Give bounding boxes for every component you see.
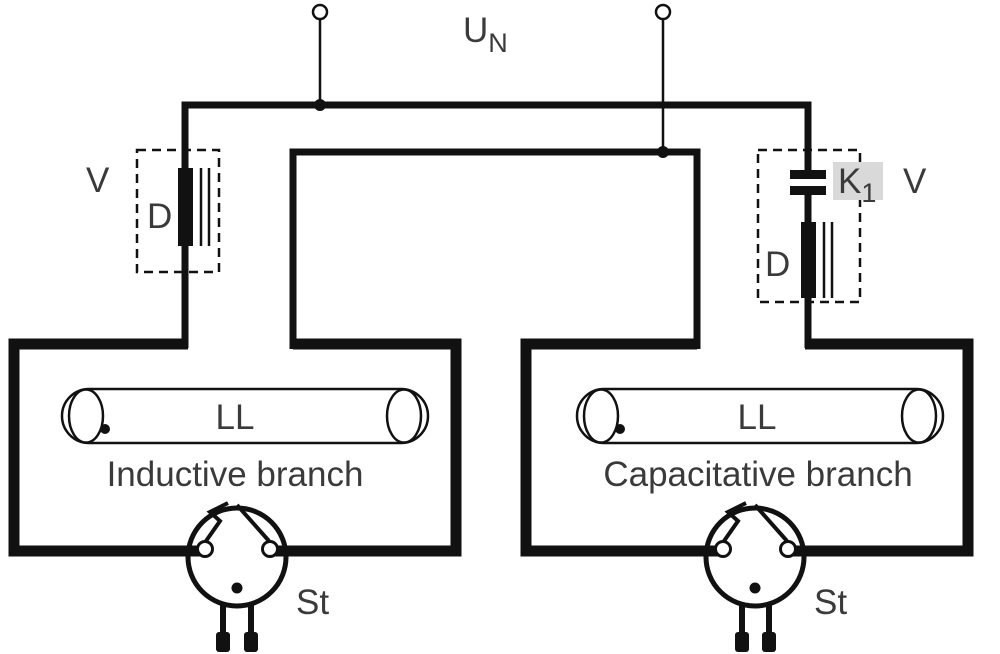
ballast-label-right: D [765,245,790,284]
lamp-end-cap [385,388,423,444]
starter-plug-pin-tip [735,632,749,652]
lamp-loop-feed-right [788,338,974,557]
inductive-branch-unit: LL Inductive branch St [8,338,462,652]
inductive-ballast-unit: D V [86,148,221,348]
lamp-electrode-dot [615,424,625,434]
lamp-loop-return-left [270,338,462,557]
capacitative-branch-unit: LL Capacitative branch St [520,338,974,652]
starter-pin-contact [261,540,279,558]
ballast-coil-bar-left [178,168,193,246]
starter-plug-pin-tip [762,632,776,652]
supply-section: UN [181,3,812,349]
lamp-label-left: LL [216,398,255,437]
regulator-label-right: V [903,162,927,201]
lamp-end-cap [67,388,105,444]
ballast-dashed-box-left [135,148,221,274]
branch-name-right: Capacitative branch [603,455,912,494]
neutral-junction-dot [657,146,669,158]
branch-name-left: Inductive branch [107,455,364,494]
starter-straight-electrode [753,503,789,543]
ballast-label-left: D [147,197,172,236]
capacitor-label-highlight [833,162,883,200]
supply-voltage-label: UN [463,11,508,58]
starter-bimetal-electrode [722,501,747,543]
ballast-coil-bar-right [801,222,816,298]
starter-dot [749,582,761,594]
starter-label-right: St [814,583,847,622]
lamp-end-cap [900,388,938,444]
starter-pin-contact [779,540,797,558]
lamp-loop-feed-left [8,338,205,557]
lamp-loop-return-right [520,338,723,557]
starter-label-left: St [296,583,329,622]
capacitor-label: K1 [838,162,876,208]
capacitive-ballast-unit: K1 D V [756,148,927,348]
starter-plug-pin-tip [216,632,230,652]
starter-straight-electrode [235,503,271,543]
capacitor-plate-bottom [790,186,826,195]
phase-terminal [311,3,329,21]
lamp-label-right: LL [738,398,777,437]
starter-bimetal-electrode [204,501,229,543]
capacitor-plate-top [790,170,826,179]
lamp-electrode-dot [100,424,110,434]
phase-rail [181,101,812,172]
neutral-rail [289,148,701,349]
starter-plug-pin-tip [244,632,258,652]
lamp-end-cap [582,388,620,444]
starter-dot [231,582,243,594]
phase-junction-dot [314,99,326,111]
regulator-label-left: V [86,161,110,200]
starter-pin-contact [714,540,732,558]
neutral-terminal [654,3,672,21]
starter-pin-contact [196,540,214,558]
